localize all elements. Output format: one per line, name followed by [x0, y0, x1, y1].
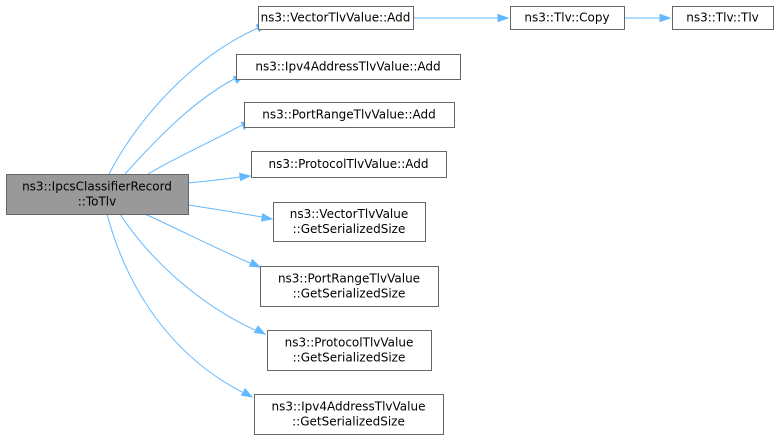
node-label-line: ns3::Tlv::Tlv	[686, 11, 759, 25]
edge-line	[106, 213, 243, 393]
function-node-ipv4-size[interactable]: ns3::Ipv4AddressTlvValue::GetSerializedS…	[254, 394, 444, 435]
node-label-line: ns3::ProtocolTlvValue	[285, 336, 414, 350]
node-box	[260, 266, 439, 307]
node-label-line: ns3::Tlv::Copy	[524, 11, 609, 25]
edge-vector-add-to-tlv-copy	[413, 13, 510, 23]
function-node-vector-add[interactable]: ns3::VectorTlvValue::Add	[258, 6, 414, 30]
function-node-tlv-copy[interactable]: ns3::Tlv::Copy	[510, 6, 625, 30]
node-box	[244, 102, 455, 128]
node-box	[258, 6, 414, 30]
edge-line	[108, 27, 259, 175]
node-box	[267, 330, 432, 371]
node-box	[6, 174, 189, 215]
edge-root-to-vector-size	[187, 204, 274, 222]
edge-root-to-portrange-size	[144, 213, 262, 268]
node-label-line: ns3::IpcsClassifierRecord	[22, 180, 172, 194]
edge-line	[147, 124, 243, 175]
node-box	[254, 394, 444, 435]
node-label-line: ::GetSerializedSize	[293, 222, 406, 236]
edge-arrowhead-icon	[248, 258, 262, 268]
edge-arrowhead-icon	[253, 325, 267, 335]
node-label-line: ns3::PortRangeTlvValue::Add	[262, 108, 435, 122]
edge-arrowhead-icon	[497, 13, 510, 23]
edge-arrowhead-icon	[239, 172, 252, 182]
edge-root-to-portrange-add	[147, 121, 254, 175]
node-label-line: ns3::Ipv4AddressTlvValue	[272, 400, 426, 414]
edge-line	[119, 213, 256, 331]
edge-line	[187, 176, 241, 184]
function-node-vector-size[interactable]: ns3::VectorTlvValue::GetSerializedSize	[273, 202, 426, 242]
node-label-line: ns3::VectorTlvValue::Add	[261, 11, 411, 25]
node-label-line: ::GetSerializedSize	[293, 351, 406, 365]
function-node-portrange-add[interactable]: ns3::PortRangeTlvValue::Add	[244, 102, 455, 128]
nodes-layer: ns3::IpcsClassifierRecord::ToTlvns3::Vec…	[6, 6, 774, 435]
edge-line	[124, 78, 235, 175]
edge-root-to-vector-add	[108, 23, 269, 175]
node-box	[251, 151, 447, 178]
root-function-node: ns3::IpcsClassifierRecord::ToTlv	[6, 174, 189, 215]
node-label-line: ns3::PortRangeTlvValue	[278, 272, 420, 286]
edge-root-to-protocol-add	[187, 172, 252, 184]
edge-line	[187, 204, 263, 218]
edge-tlv-copy-to-tlv-ctor	[624, 13, 672, 23]
node-label-line: ns3::VectorTlvValue	[290, 207, 409, 221]
edge-root-to-protocol-size	[119, 213, 267, 335]
function-node-ipv4-add[interactable]: ns3::Ipv4AddressTlvValue::Add	[236, 54, 461, 80]
edge-arrowhead-icon	[240, 388, 254, 398]
edge-line	[144, 213, 251, 264]
node-label-line: ns3::Ipv4AddressTlvValue::Add	[255, 60, 440, 74]
edge-arrowhead-icon	[260, 213, 274, 222]
node-box	[236, 54, 461, 80]
edge-root-to-ipv4-add	[124, 74, 246, 175]
node-box	[273, 202, 426, 242]
function-node-tlv-ctor[interactable]: ns3::Tlv::Tlv	[672, 6, 774, 30]
node-box	[510, 6, 625, 30]
node-label-line: ::GetSerializedSize	[292, 415, 405, 429]
node-label-line: ::GetSerializedSize	[293, 287, 406, 301]
node-label-line: ns3::ProtocolTlvValue::Add	[269, 157, 429, 171]
node-label-line: ::ToTlv	[78, 195, 116, 209]
node-box	[672, 6, 774, 30]
function-node-protocol-size[interactable]: ns3::ProtocolTlvValue::GetSerializedSize	[267, 330, 432, 371]
function-node-protocol-add[interactable]: ns3::ProtocolTlvValue::Add	[251, 151, 447, 178]
edge-root-to-ipv4-size	[106, 213, 254, 398]
function-node-portrange-size[interactable]: ns3::PortRangeTlvValue::GetSerializedSiz…	[260, 266, 439, 307]
edge-arrowhead-icon	[659, 13, 672, 23]
